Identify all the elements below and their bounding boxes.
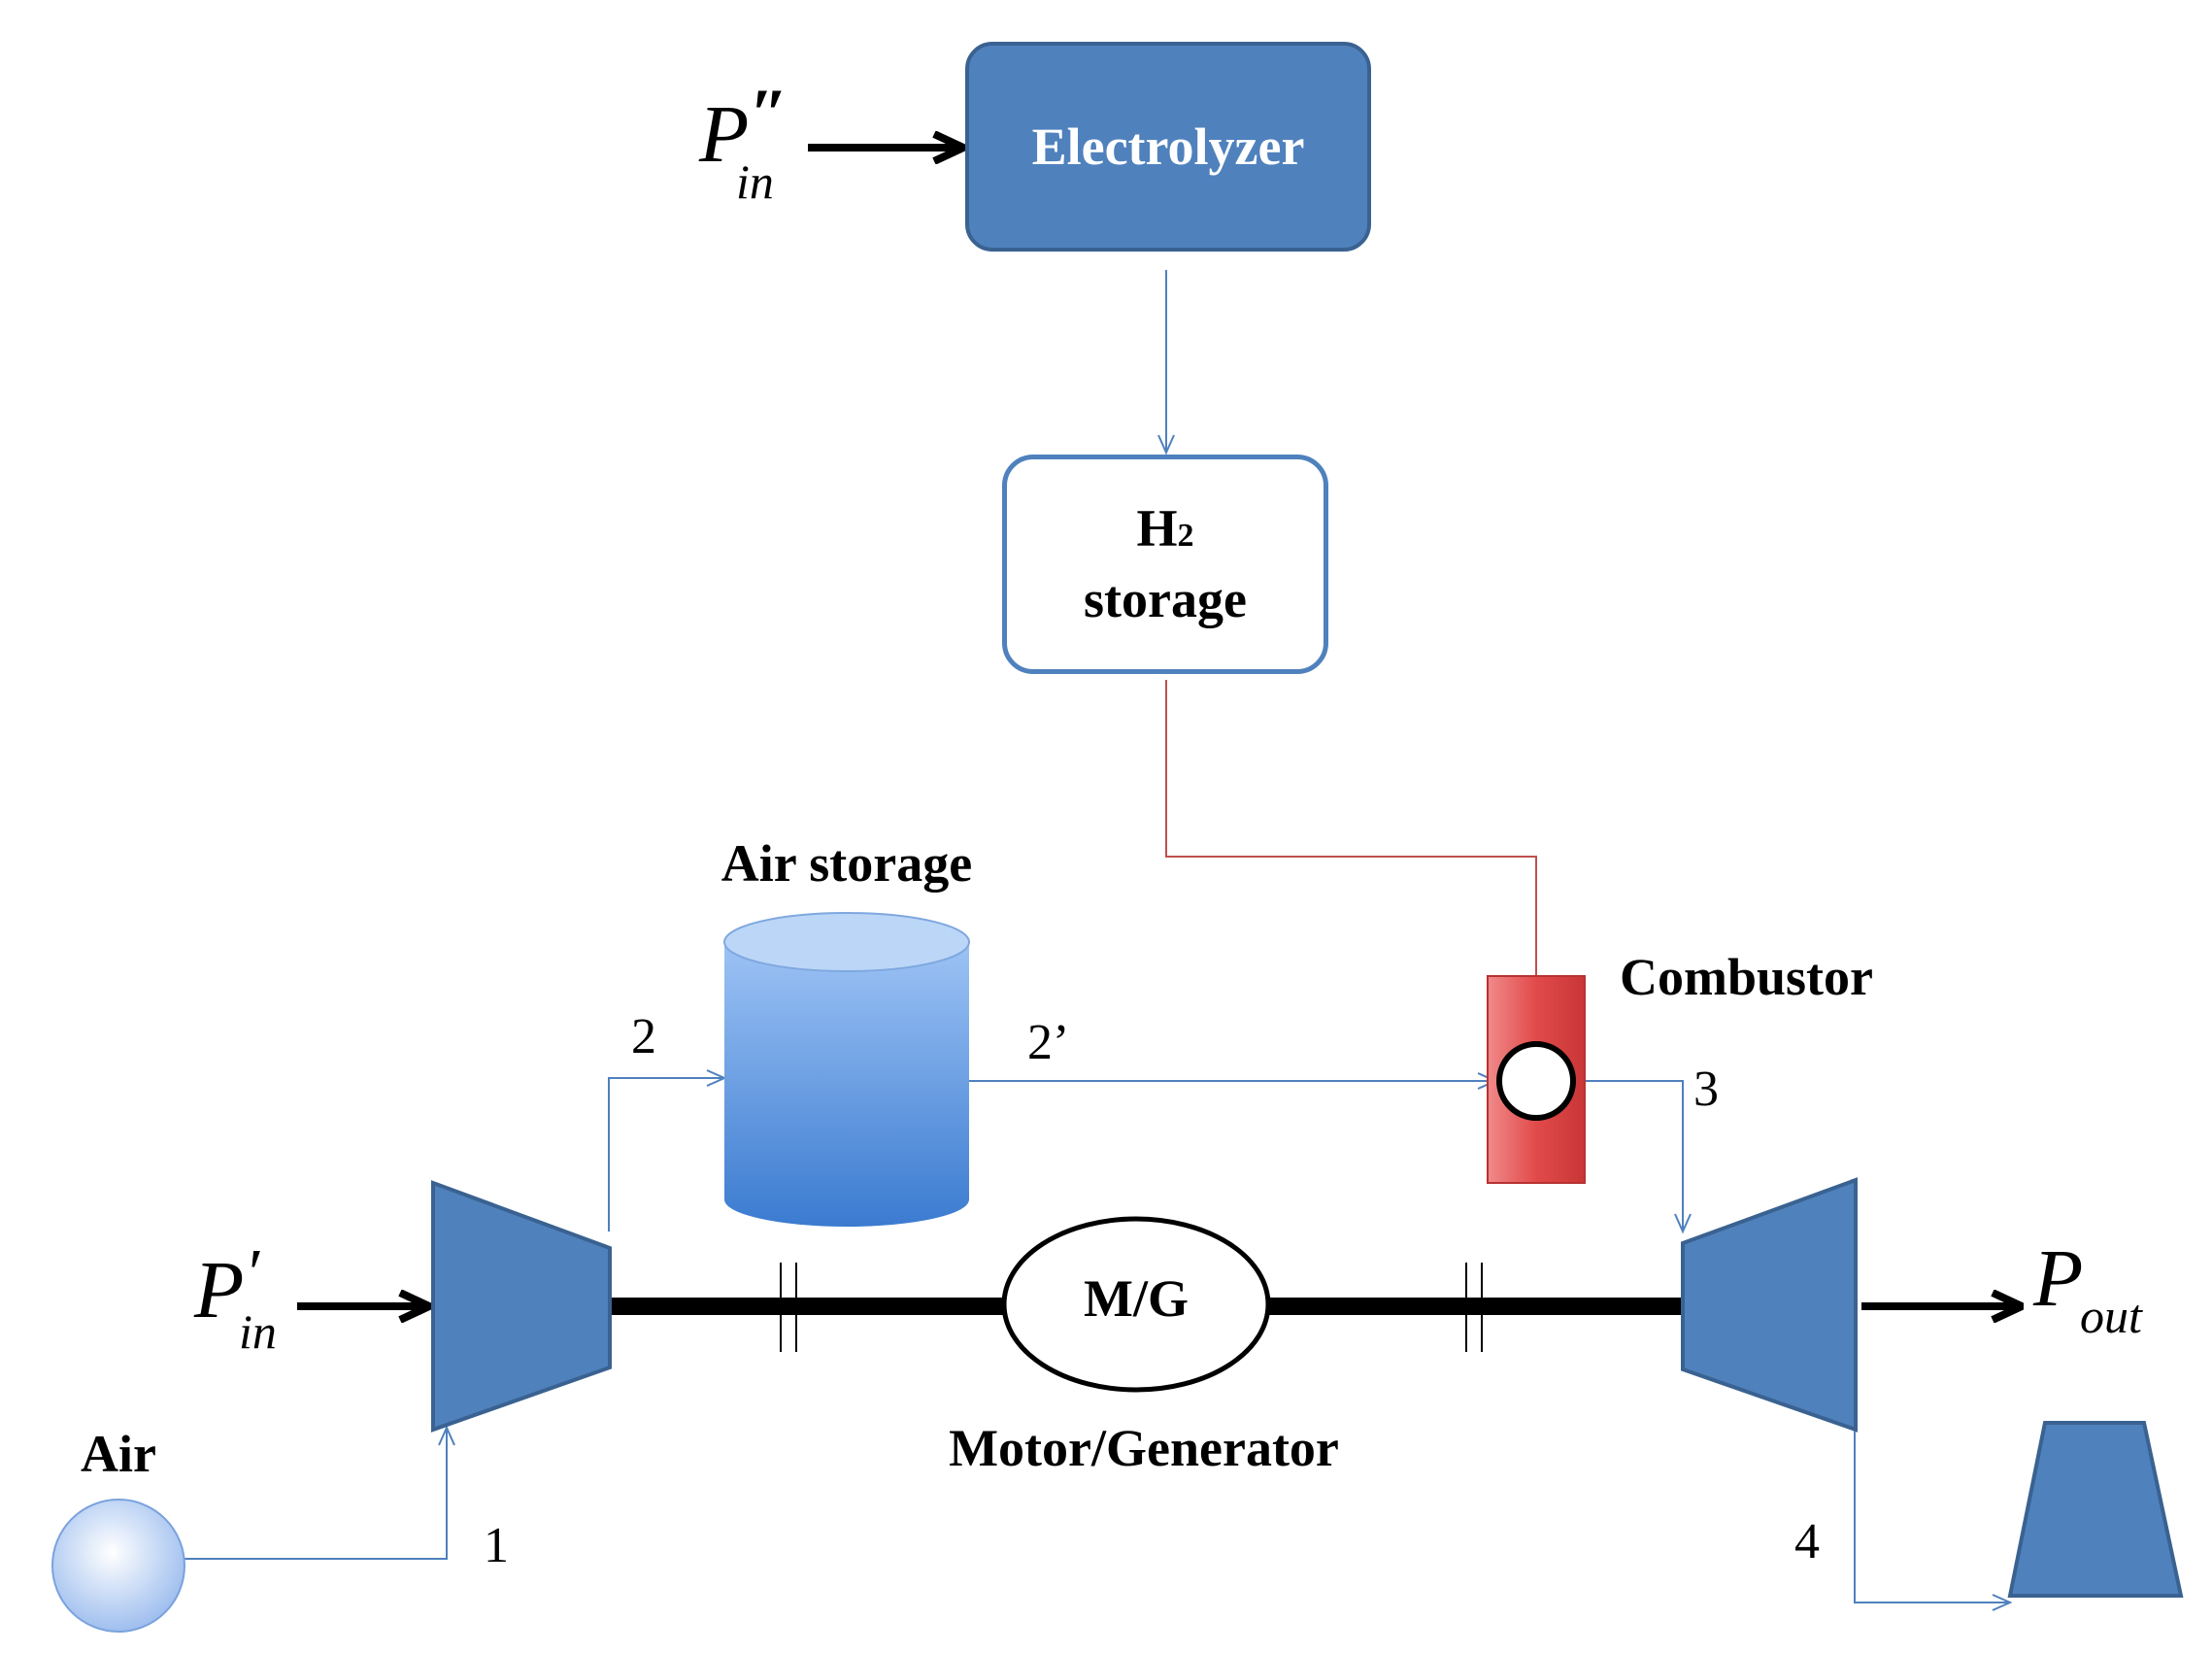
compressor	[431, 1180, 612, 1433]
combustor-label: Combustor	[1620, 948, 1874, 1006]
air-inlet-icon	[51, 1499, 185, 1633]
state-point-2-prime: 2’	[1027, 1015, 1070, 1070]
clutch-right-icon	[1465, 1263, 1483, 1352]
state-point-4: 4	[1794, 1514, 1820, 1569]
clutch-left-icon	[780, 1263, 797, 1352]
motor-generator	[1001, 1216, 1271, 1393]
flow-compressor-to-air-storage	[608, 1078, 724, 1231]
air-label: Air	[81, 1425, 156, 1483]
exhaust-stack	[2007, 1421, 2184, 1598]
flow-turbine-to-exhaust	[1854, 1428, 2010, 1602]
h2-storage-formula: H2	[1136, 499, 1194, 558]
motor-generator-label: Motor/Generator	[949, 1419, 1339, 1477]
combustor-nozzle-icon	[1496, 1041, 1576, 1121]
flow-air-to-compressor	[184, 1428, 447, 1560]
h2-storage-block: H2 storage	[1002, 455, 1328, 674]
electrolyzer-label: Electrolyzer	[1031, 118, 1305, 176]
mg-label: M/G	[1084, 1269, 1189, 1328]
electrolyzer-block: Electrolyzer	[965, 42, 1371, 252]
state-point-1: 1	[484, 1518, 509, 1573]
flow-combustor-to-turbine	[1575, 1080, 1683, 1231]
air-storage-label: Air storage	[721, 834, 973, 893]
flow-h2-to-combustor	[1165, 680, 1536, 1049]
h2-storage-label: storage	[1084, 570, 1247, 628]
state-point-3: 3	[1693, 1062, 1719, 1117]
state-point-2: 2	[631, 1009, 656, 1064]
air-storage-tank	[723, 912, 970, 1227]
turbine	[1681, 1177, 1858, 1433]
